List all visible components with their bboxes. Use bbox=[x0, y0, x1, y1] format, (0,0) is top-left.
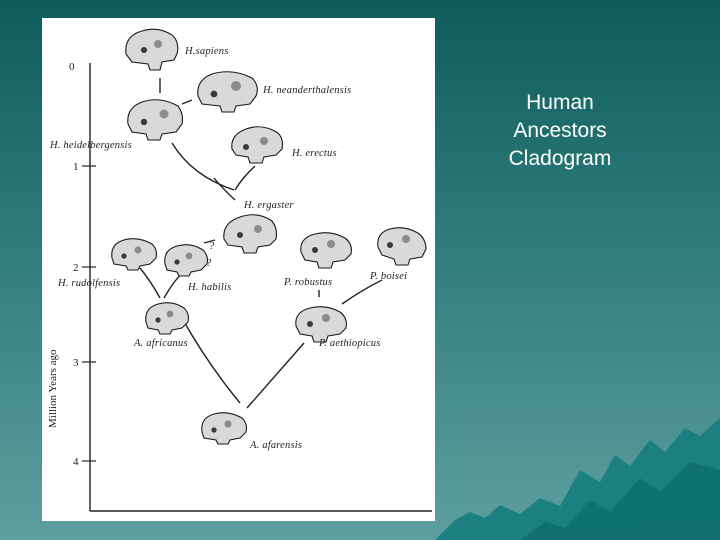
branch-heidelbergensis-neanderthalensis bbox=[181, 99, 193, 105]
skull-ergaster-icon bbox=[223, 214, 278, 254]
slide-title-line-2: Ancestors bbox=[513, 119, 607, 142]
tick-2: 2 bbox=[73, 262, 79, 274]
label-erectus: H. erectus bbox=[291, 148, 337, 159]
branch-ergaster-heidelbergensis bbox=[171, 142, 235, 191]
label-aethiopicus: P. aethiopicus bbox=[318, 338, 381, 349]
tick-0: 0 bbox=[69, 61, 75, 73]
tick-4: 4 bbox=[73, 456, 79, 468]
label-afarensis: A. afarensis bbox=[249, 440, 302, 451]
question-mark-ergaster: ? bbox=[209, 241, 215, 252]
axis-title: Million Years ago bbox=[47, 349, 59, 428]
skull-rudolfensis-icon bbox=[111, 238, 158, 271]
skull-robustus-icon bbox=[300, 232, 352, 269]
label-sapiens: H.sapiens bbox=[184, 46, 229, 57]
skull-erectus-icon bbox=[231, 126, 284, 164]
label-ergaster: H. ergaster bbox=[243, 200, 294, 211]
tick-3: 3 bbox=[73, 357, 79, 369]
label-africanus: A. africanus bbox=[133, 338, 188, 349]
tick-1: 1 bbox=[73, 161, 79, 173]
label-boisei: P. boisei bbox=[369, 271, 407, 282]
branch-afarensis-africanus bbox=[181, 317, 241, 404]
slide-title: Human Ancestors Cladogram bbox=[470, 89, 650, 173]
skull-afarensis-icon bbox=[201, 412, 248, 445]
label-neanderthalensis: H. neanderthalensis bbox=[262, 85, 351, 96]
skull-heidelbergensis-icon bbox=[127, 99, 184, 141]
skull-sapiens-icon bbox=[125, 28, 179, 71]
skull-aethiopicus-icon bbox=[295, 306, 347, 343]
branch-africanus-rudolfensis bbox=[139, 267, 161, 299]
branch-afarensis-aethiopicus bbox=[246, 342, 305, 409]
slide-title-line-3: Cladogram bbox=[508, 147, 612, 170]
skull-neanderthalensis-icon bbox=[197, 71, 258, 113]
label-habilis: H. habilis bbox=[187, 282, 231, 293]
branch-habilis-ergaster bbox=[203, 239, 216, 244]
skull-boisei-icon bbox=[377, 227, 427, 266]
question-mark-habilis: ? bbox=[206, 258, 212, 269]
cladogram-image-panel: 0 1 2 3 4 Million Years ago bbox=[42, 18, 435, 521]
cladogram-diagram: 0 1 2 3 4 Million Years ago bbox=[47, 28, 432, 512]
label-rudolfensis: H. rudolfensis bbox=[57, 278, 120, 289]
slide-title-line-1: Human bbox=[526, 91, 594, 114]
skull-africanus-icon bbox=[145, 302, 190, 335]
label-robustus: P. robustus bbox=[283, 277, 332, 288]
branch-ergaster-erectus bbox=[234, 165, 256, 191]
branch-ergaster-split bbox=[213, 177, 236, 201]
skull-habilis-icon bbox=[164, 244, 209, 277]
branch-aethiopicus-boisei bbox=[341, 279, 383, 305]
label-heidelbergensis: H. heidelbergensis bbox=[49, 140, 132, 151]
